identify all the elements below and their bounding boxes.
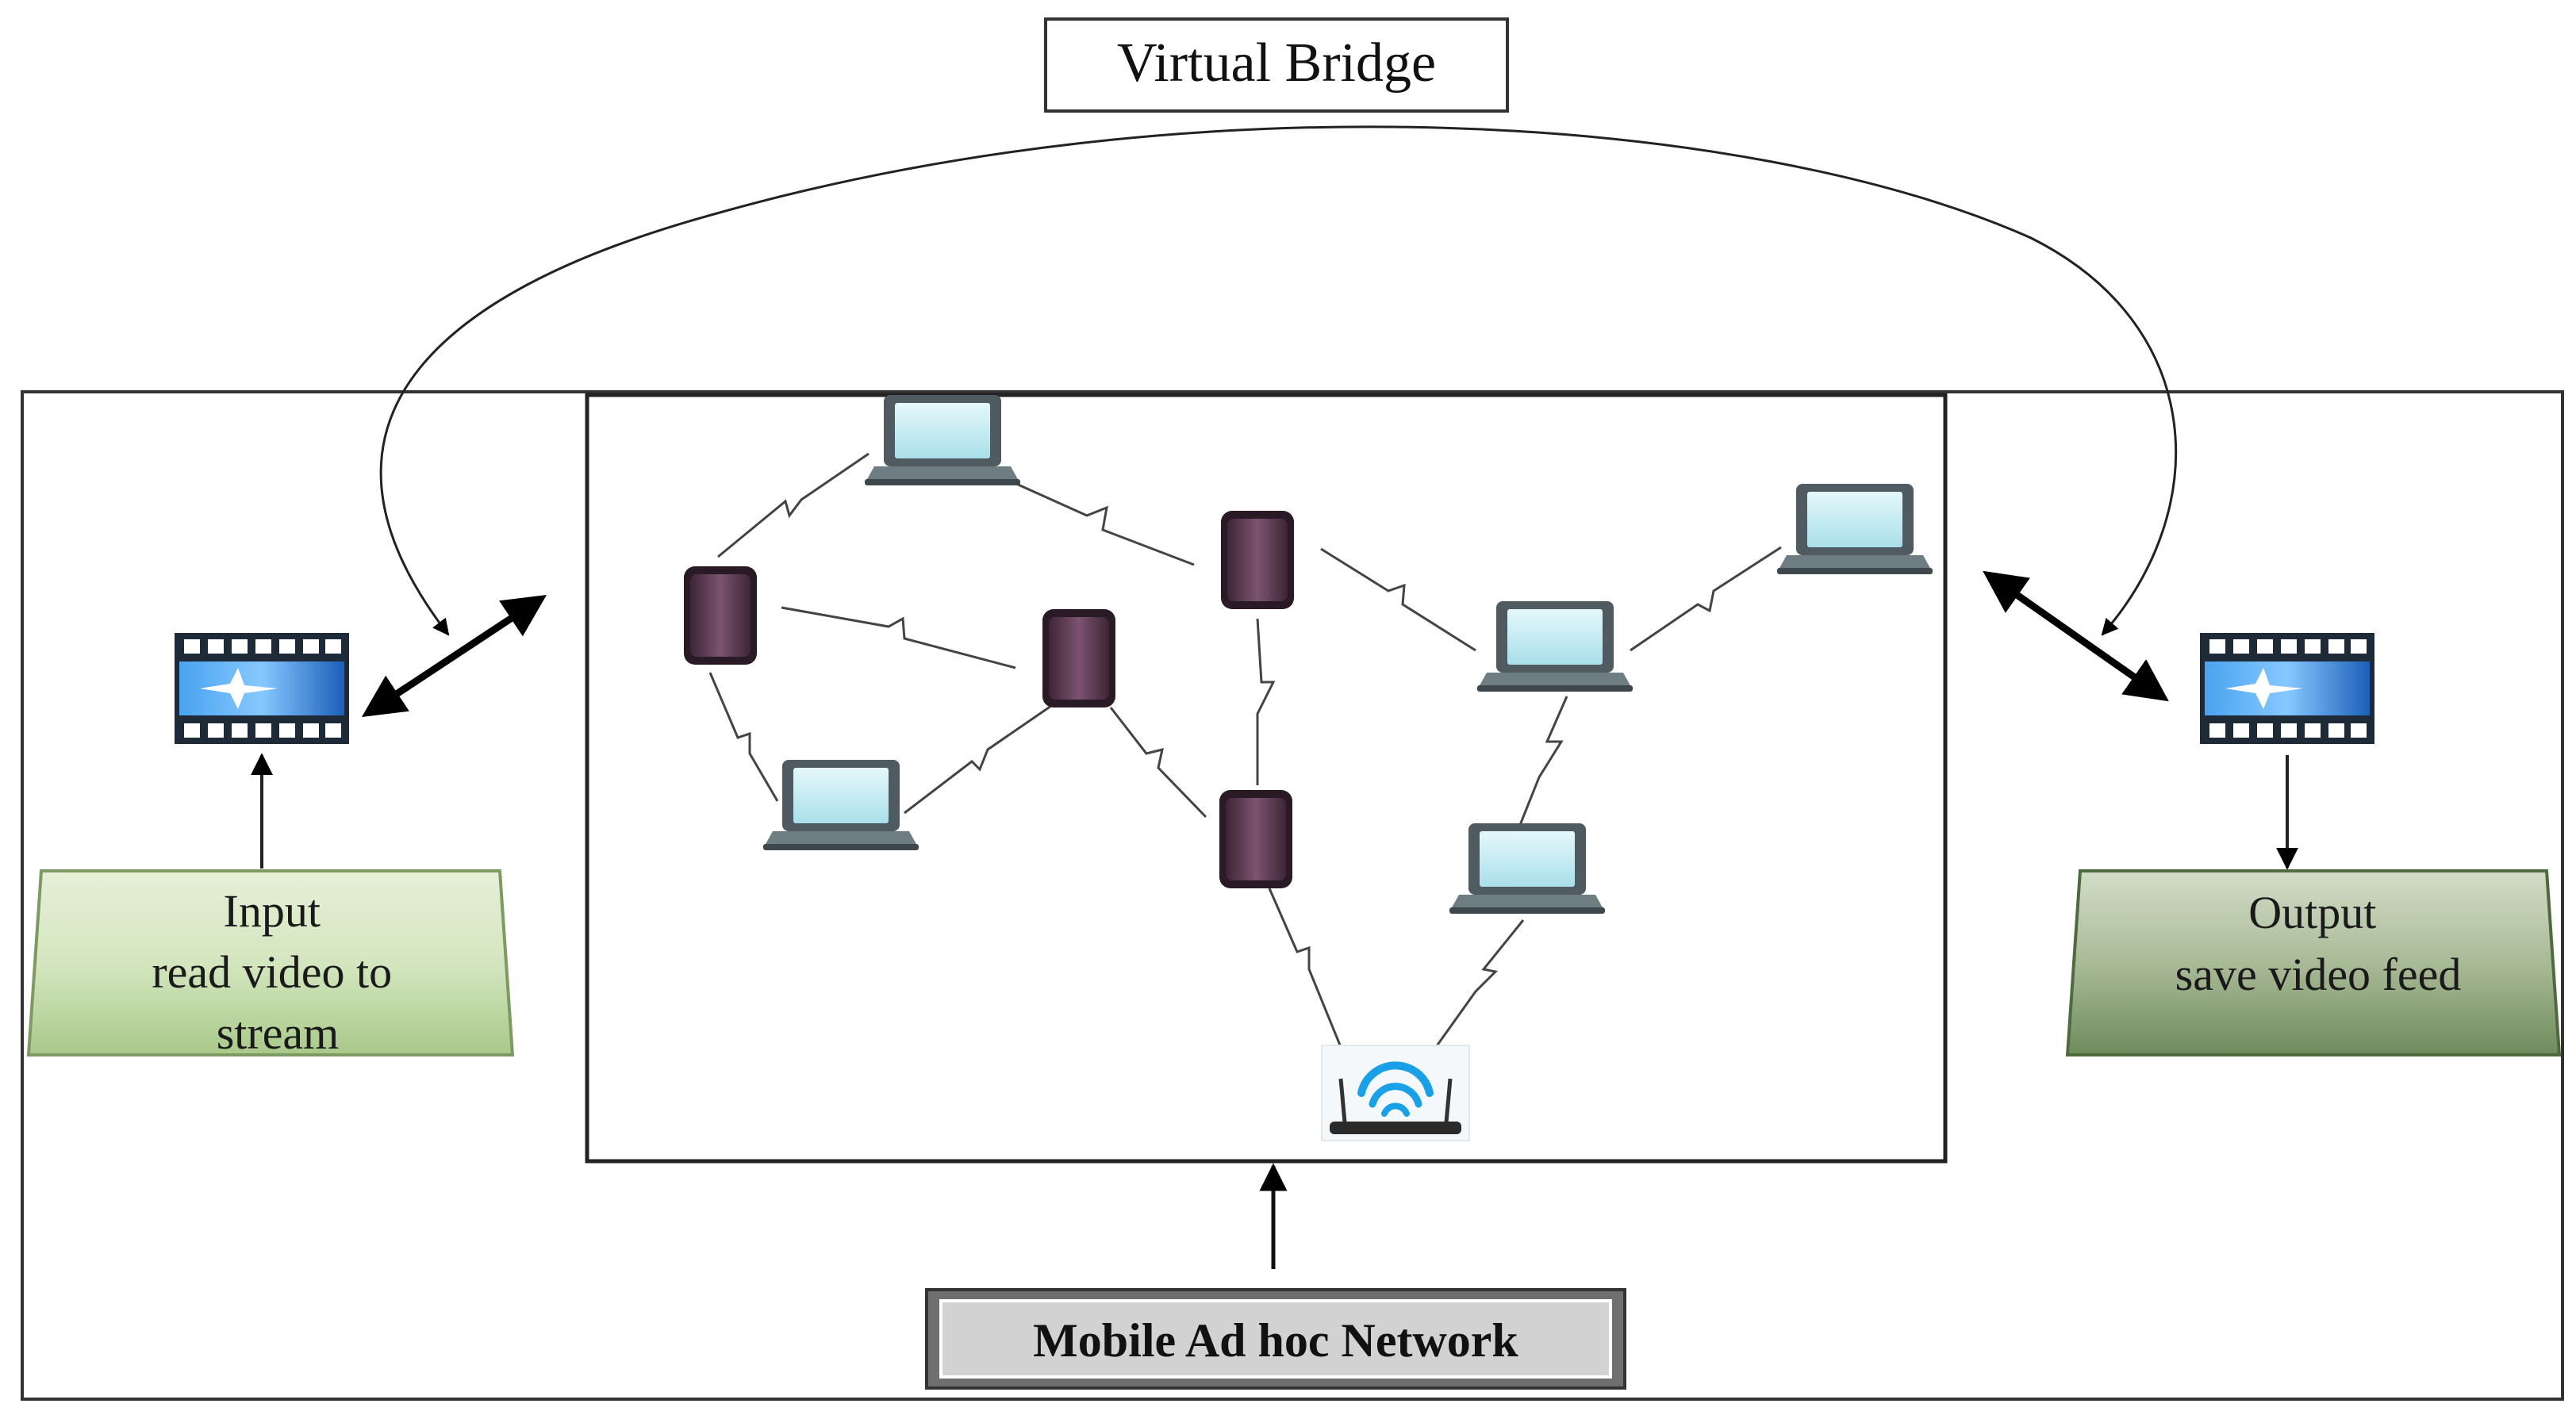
network-label-box: Mobile Ad hoc Network <box>925 1288 1626 1390</box>
link-laptop3-laptop5 <box>1515 696 1568 834</box>
link-laptop1-phone3 <box>1007 478 1195 566</box>
output-box: Output save video feed <box>2065 869 2562 1056</box>
link-laptop5-router <box>1434 919 1525 1048</box>
link-phone2-phone4 <box>1109 707 1207 819</box>
smartphone-icon <box>1042 609 1115 708</box>
link-phone1-phone2 <box>781 606 1016 669</box>
input-exchange-arrow <box>361 595 547 717</box>
laptop-icon <box>1777 484 1933 574</box>
output-exchange-arrow <box>1983 570 2169 702</box>
virtual-bridge-box: Virtual Bridge <box>1044 17 1509 113</box>
film-strip-icon <box>2200 633 2374 744</box>
link-phone1-laptop2 <box>708 672 779 802</box>
output-label-line-2: save video feed <box>2175 949 2462 1000</box>
wireless-links <box>708 452 1782 1048</box>
smartphone-icon <box>684 566 757 665</box>
laptop-icon <box>865 395 1020 485</box>
output-label-line-1: Output <box>2248 887 2376 938</box>
network-label: Mobile Ad hoc Network <box>1033 1314 1518 1367</box>
link-phone4-router <box>1268 888 1342 1048</box>
outer-frame <box>21 390 2564 1401</box>
input-label-line-1: Input <box>224 885 321 937</box>
link-laptop3-laptop4 <box>1630 546 1782 652</box>
smartphone-icon <box>1221 511 1294 609</box>
link-laptop2-phone2 <box>904 704 1052 815</box>
link-phone3-laptop3 <box>1320 547 1476 652</box>
virtual-bridge-label: Virtual Bridge <box>1117 33 1436 94</box>
virtual-bridge-arc <box>379 125 2178 636</box>
wifi-router-icon <box>1321 1045 1470 1141</box>
link-phone3-phone4 <box>1256 618 1276 785</box>
laptop-icon <box>1477 601 1633 692</box>
smartphone-icon <box>1219 790 1292 888</box>
laptop-icon <box>763 760 919 850</box>
svg-text:Output save video feed: Output save video feed <box>2175 887 2462 1000</box>
laptop-icon <box>1449 823 1605 914</box>
film-strip-icon <box>175 633 349 744</box>
input-label-line-2: read video to <box>152 946 392 998</box>
input-label-line-3: stream <box>217 1007 340 1059</box>
svg-text:Input read video to: Input read video to stream <box>152 885 403 1059</box>
link-laptop1-phone1 <box>717 452 870 558</box>
input-box: Input read video to stream <box>26 869 515 1059</box>
